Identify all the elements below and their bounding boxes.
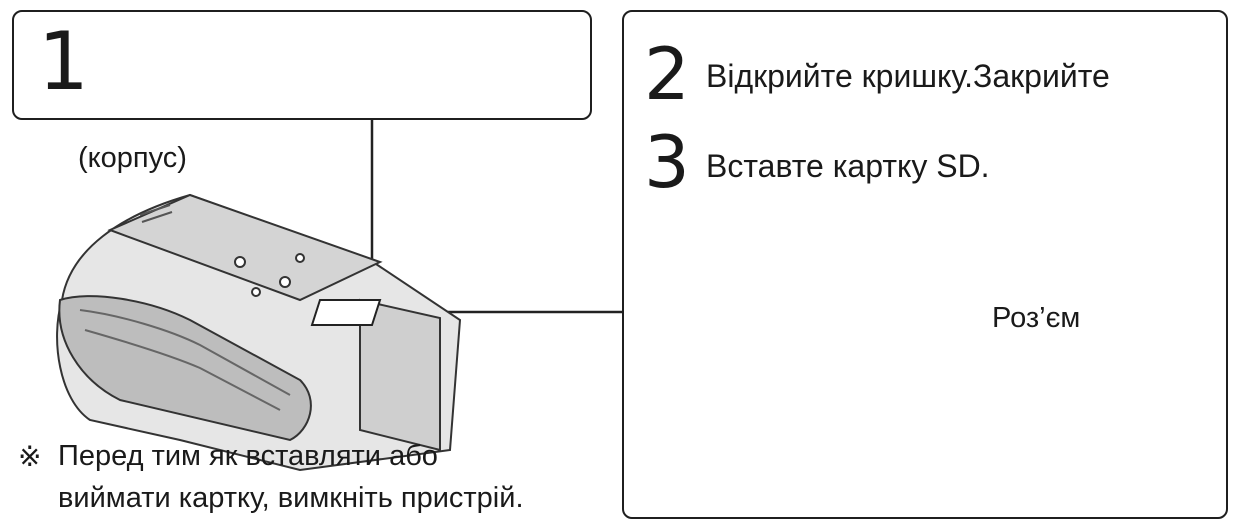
- note-line-2: виймати картку, вимкніть пристрій.: [58, 482, 524, 515]
- connector-label: Роз’єм: [992, 302, 1080, 335]
- step2-number: 2: [644, 38, 690, 110]
- step3-number: 3: [644, 126, 690, 198]
- step3-text: Вставте картку SD.: [706, 148, 990, 185]
- note-line-1: Перед тим як вставляти або: [58, 440, 438, 473]
- note-symbol: ※: [18, 440, 41, 473]
- step1-number: 1: [38, 22, 89, 102]
- step2-text: Відкрийте кришку.Закрийте: [706, 58, 1110, 95]
- steps-panel: 2 Відкрийте кришку.Закрийте 3 Вставте ка…: [622, 10, 1228, 519]
- step1-box: 1: [12, 10, 592, 120]
- body-label: (корпус): [78, 142, 187, 175]
- camera-body-illustration: [57, 195, 460, 470]
